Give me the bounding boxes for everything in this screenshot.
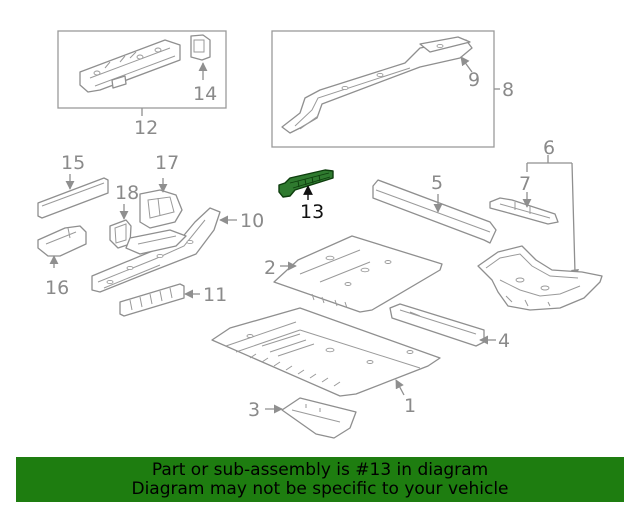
part-5[interactable]: 5 [372,172,497,244]
part-17[interactable]: 17 [139,152,183,229]
part-1[interactable]: 1 [211,307,441,417]
part-3[interactable]: 3 [248,397,357,439]
callout-16: 16 [45,277,69,299]
callout-12: 12 [134,117,158,139]
callout-9: 9 [468,69,480,91]
part-16[interactable]: 16 [37,225,87,299]
callout-15: 15 [61,152,85,174]
callout-6: 6 [543,137,555,159]
part-18[interactable]: 18 [109,182,139,249]
callout-3: 3 [248,399,260,421]
part-12-group[interactable]: 14 12 [57,30,227,139]
part-10[interactable]: 10 [91,207,264,293]
callout-10: 10 [240,210,264,232]
part-13[interactable]: 13 [278,169,334,223]
part-8-group[interactable]: 9 8 [271,30,514,148]
part-14-bracket-drawing [190,34,211,61]
notice-line-1: Part or sub-assembly is #13 in diagram [151,459,489,480]
notice-banner: Part or sub-assembly is #13 in diagram D… [16,457,624,502]
callout-2: 2 [264,257,276,279]
part-15[interactable]: 15 [37,152,109,219]
part-9-rail-drawing [281,36,473,134]
part-2[interactable]: 2 [264,235,443,313]
part-12-rail-drawing [79,39,181,93]
part-4[interactable]: 4 [389,303,510,352]
callout-5: 5 [431,172,443,194]
part-6-tub[interactable] [477,245,603,311]
callout-18: 18 [115,182,139,204]
part-7[interactable]: 7 [489,173,559,225]
callout-7: 7 [519,173,531,195]
callout-14: 14 [193,83,217,105]
notice-line-2: Diagram may not be specific to your vehi… [131,478,509,499]
callout-1: 1 [404,395,416,417]
callout-4: 4 [498,330,510,352]
part-11[interactable]: 11 [119,283,227,317]
callout-17: 17 [155,152,179,174]
callout-8: 8 [502,79,514,101]
callout-13: 13 [300,201,324,223]
callout-11: 11 [203,284,227,306]
